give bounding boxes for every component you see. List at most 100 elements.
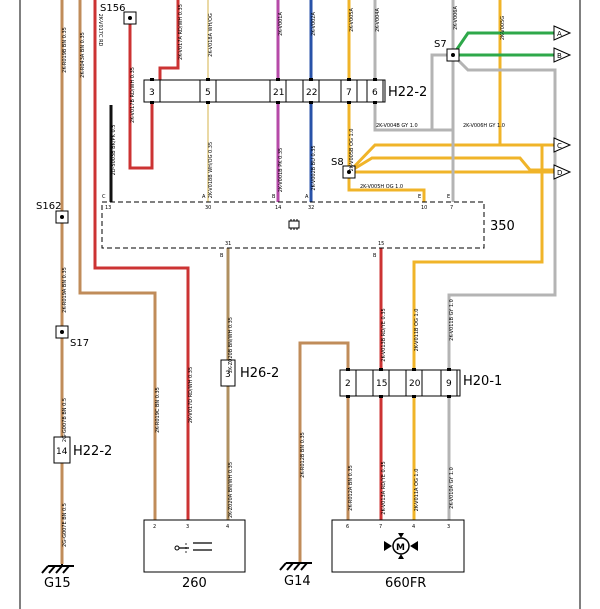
wire-v017a (158, 0, 180, 82)
h22-top-pin: 3 (149, 88, 155, 98)
wire-code-label: 2K-V005B OG 1.0 (349, 129, 355, 172)
wire-code-label: 2K-V001B PK 0.35 (278, 148, 284, 192)
h20-pin: 15 (376, 379, 387, 389)
wire-code-label: 2K-R019C BN 0.35 (155, 387, 161, 433)
module-350-pin-letter: A (202, 194, 206, 200)
svg-text:B: B (557, 52, 562, 60)
wire-code-label: 2K-V017A RD/WH 0.35 (178, 4, 184, 60)
connector-h22-left (53, 436, 71, 464)
arrow-c: C (553, 137, 572, 153)
ground-g15 (41, 564, 74, 574)
wire-code-label: 2K-V005A (349, 8, 355, 32)
module-350-pin-letter: B (272, 194, 276, 200)
comp660-pin: 7 (379, 524, 382, 530)
wire-v017c (93, 0, 190, 520)
wire-code-label: 2K-V005H OG 1.0 (360, 184, 403, 190)
h22-top-label: H22-2 (388, 85, 427, 100)
splice-s8-label: S8 (331, 157, 344, 168)
splice-s8 (342, 165, 356, 179)
wire-code-label: 2K-V001A (278, 12, 284, 36)
splice-s17 (55, 325, 69, 339)
module-350-pin-letter: A (305, 194, 309, 200)
wire-code-label: 2K-R043A BN 0.35 (80, 32, 86, 78)
pin-tab (309, 101, 313, 104)
module-350-icon (288, 219, 300, 230)
pin-tab (373, 78, 377, 81)
h26-label: H26-2 (240, 366, 279, 381)
pin-tab (276, 78, 280, 81)
module-350-pin: 10 (421, 205, 427, 211)
comp660-pin: 3 (447, 524, 450, 530)
module-350-label: 350 (490, 219, 515, 234)
pin-tab (412, 395, 416, 398)
pin-tab (373, 101, 377, 104)
wire-code-label: 2K-V004A (375, 8, 381, 32)
splice-s162 (55, 210, 69, 224)
wire-code-label: 2K-V013B RD/YE 0.35 (381, 308, 387, 361)
wire-code-label: 2K-V013A RD/YE 0.35 (381, 461, 387, 514)
splice-s156-label: S156 (100, 3, 125, 14)
arrow-b: B (553, 47, 572, 63)
pin-tab (412, 368, 416, 371)
module-350-pin-letter: E (418, 194, 421, 200)
h20-pin: 20 (409, 379, 421, 389)
splice-s7-label: S7 (434, 39, 447, 50)
pin-tab (447, 395, 451, 398)
wire-s8-c2 (348, 156, 556, 174)
wire-code-label: 2K-Z020A BN/WH 0.35 (228, 462, 234, 518)
module-350-bottom-letter: B (220, 253, 224, 259)
h20-pin: 2 (345, 379, 351, 389)
wire-code-label: 2K-V006A (453, 6, 459, 30)
ground-g14-label: G14 (284, 574, 311, 589)
module-350-pin: 32 (308, 205, 314, 211)
pin-tab (206, 101, 210, 104)
wire-code-label: 2K-V017B RD/WH 0.35 (130, 67, 136, 123)
wire-code-label: 2K-V011B OG 1.0 (414, 309, 420, 352)
wire-code-label: 2K-V017C RD (97, 14, 103, 47)
h22-left-pin: 14 (56, 447, 68, 457)
module-350-pin: 30 (205, 205, 211, 211)
pin-tab (379, 368, 383, 371)
module-350-pin: 14 (275, 205, 281, 211)
wire-code-label: 2G-G007E BN 0.5 (62, 503, 68, 547)
wire-v004a (373, 0, 453, 132)
wire-code-label: 2K-V006H GY 1.0 (463, 123, 505, 129)
pin-tab (347, 78, 351, 81)
wire-s7-gray-right (447, 53, 557, 520)
comp260-pin: 3 (186, 524, 189, 530)
pin-tab (347, 101, 351, 104)
arrow-a: A (553, 25, 572, 41)
h26-pin: 3 (225, 370, 231, 380)
svg-text:A: A (557, 30, 562, 38)
wire-s8-c (347, 143, 556, 174)
svg-text:D: D (557, 169, 562, 177)
wire-code-label: 2K-V010A GY 1.0 (449, 467, 455, 509)
pin-tab (150, 78, 154, 81)
component-260 (143, 519, 246, 573)
wire-code-label: 2K-V002A (311, 12, 317, 36)
splice-s7 (446, 48, 460, 62)
splice-s162-label: S162 (36, 201, 61, 212)
h22-top-pin: 5 (205, 88, 211, 98)
wire-code-label: 2K-R012A BN 0.35 (348, 465, 354, 511)
h22-top-pin: 7 (346, 88, 352, 98)
wire-r012b (298, 341, 350, 563)
comp660-pin: 6 (346, 524, 349, 530)
wire-s7-gray (430, 53, 453, 130)
wire-code-label: 2K-V017D RD/WH 0.35 (188, 367, 194, 423)
wire-code-label: 2K-V018A WH/OG (208, 13, 214, 57)
pin-tab (309, 78, 313, 81)
pin-tab (150, 101, 154, 104)
wire-code-label: 2K-V005G (500, 16, 506, 40)
h22-top-pin: 22 (306, 88, 317, 98)
wire-green-a (451, 31, 556, 56)
module-350-pin: 13 (105, 205, 111, 211)
splice-s17-label: S17 (70, 338, 89, 349)
wire-v005h (347, 172, 426, 202)
comp260-pin: 2 (153, 524, 156, 530)
